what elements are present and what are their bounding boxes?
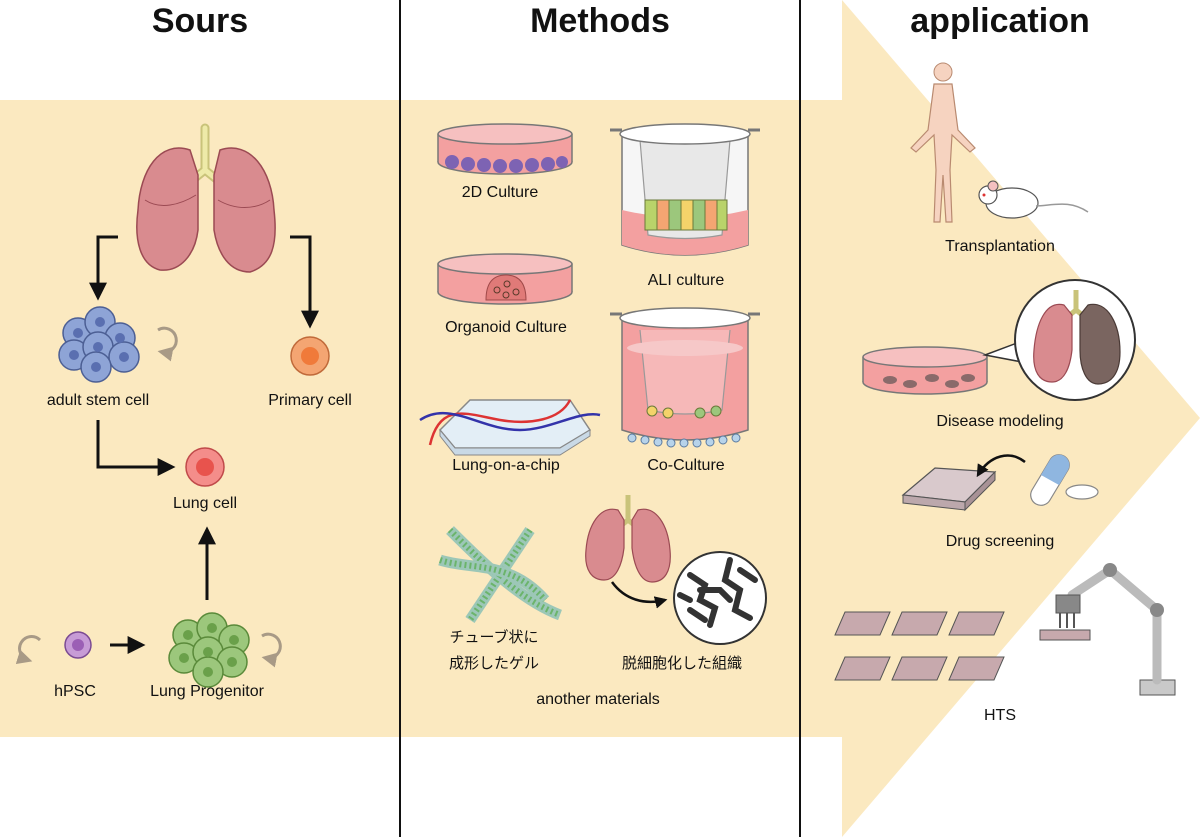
lungs-illustration bbox=[136, 123, 276, 273]
label-lung-on-chip: Lung-on-a-chip bbox=[452, 457, 560, 474]
adult-stem-cell-cluster bbox=[58, 306, 140, 383]
disease-dish bbox=[862, 346, 988, 395]
primary-cell bbox=[290, 336, 330, 376]
tube-gel-illustration bbox=[438, 526, 563, 624]
hts-plates bbox=[834, 611, 1005, 681]
lung-progenitor-cluster bbox=[168, 612, 250, 688]
header-sources: Sours bbox=[152, 2, 248, 40]
lung-cell bbox=[185, 447, 225, 487]
hpsc-cell bbox=[64, 631, 92, 659]
label-ali-culture: ALI culture bbox=[648, 272, 725, 289]
label-hpsc: hPSC bbox=[54, 683, 96, 700]
label-organoid-culture: Organoid Culture bbox=[445, 319, 567, 336]
arrow-lung-to-primary bbox=[290, 235, 319, 329]
self-renew-icon-hpsc bbox=[15, 635, 42, 665]
lung-on-chip-device bbox=[419, 399, 601, 456]
label-primary-cell: Primary cell bbox=[268, 392, 352, 409]
label-decellularized-tissue: 脱細胞化した組織 bbox=[622, 654, 742, 672]
self-renew-icon-progenitor bbox=[261, 632, 282, 668]
arrow-stem-to-lungcell bbox=[96, 420, 176, 476]
well-plate bbox=[901, 467, 997, 512]
label-disease-modeling: Disease modeling bbox=[936, 413, 1063, 430]
capsule-icon bbox=[1030, 454, 1070, 506]
header-application: application bbox=[910, 2, 1089, 40]
arrow-to-plate bbox=[976, 454, 1026, 478]
header-methods: Methods bbox=[530, 2, 670, 40]
disease-zoom-circle bbox=[982, 279, 1136, 401]
ali-culture-insert bbox=[610, 123, 760, 256]
human-figure bbox=[910, 62, 976, 223]
label-tube-gel-2: 成形したゲル bbox=[449, 654, 539, 672]
self-renew-icon-stem bbox=[157, 326, 178, 362]
mouse-figure bbox=[978, 180, 1089, 219]
label-co-culture: Co-Culture bbox=[647, 457, 724, 474]
label-adult-stem-cell: adult stem cell bbox=[47, 392, 149, 409]
tablet-icon bbox=[1065, 484, 1099, 500]
dish-2d-culture bbox=[437, 123, 573, 175]
label-lung-cell: Lung cell bbox=[173, 495, 237, 512]
label-transplantation: Transplantation bbox=[945, 238, 1055, 255]
label-tube-gel-1: チューブ状に bbox=[449, 628, 538, 646]
label-hts: HTS bbox=[984, 707, 1016, 724]
decellularized-tissue-circle bbox=[673, 551, 767, 645]
dish-organoid-culture bbox=[437, 253, 573, 305]
robot-arm-icon bbox=[1039, 563, 1176, 696]
arrow-to-decell bbox=[610, 581, 668, 609]
label-drug-screening: Drug screening bbox=[946, 533, 1055, 550]
co-culture-insert bbox=[610, 307, 760, 448]
arrow-lung-to-stem bbox=[89, 235, 118, 301]
small-lungs-illustration bbox=[585, 495, 671, 583]
label-2d-culture: 2D Culture bbox=[462, 184, 539, 201]
label-another-materials: another materials bbox=[536, 691, 660, 708]
label-lung-progenitor: Lung Progenitor bbox=[150, 683, 265, 700]
